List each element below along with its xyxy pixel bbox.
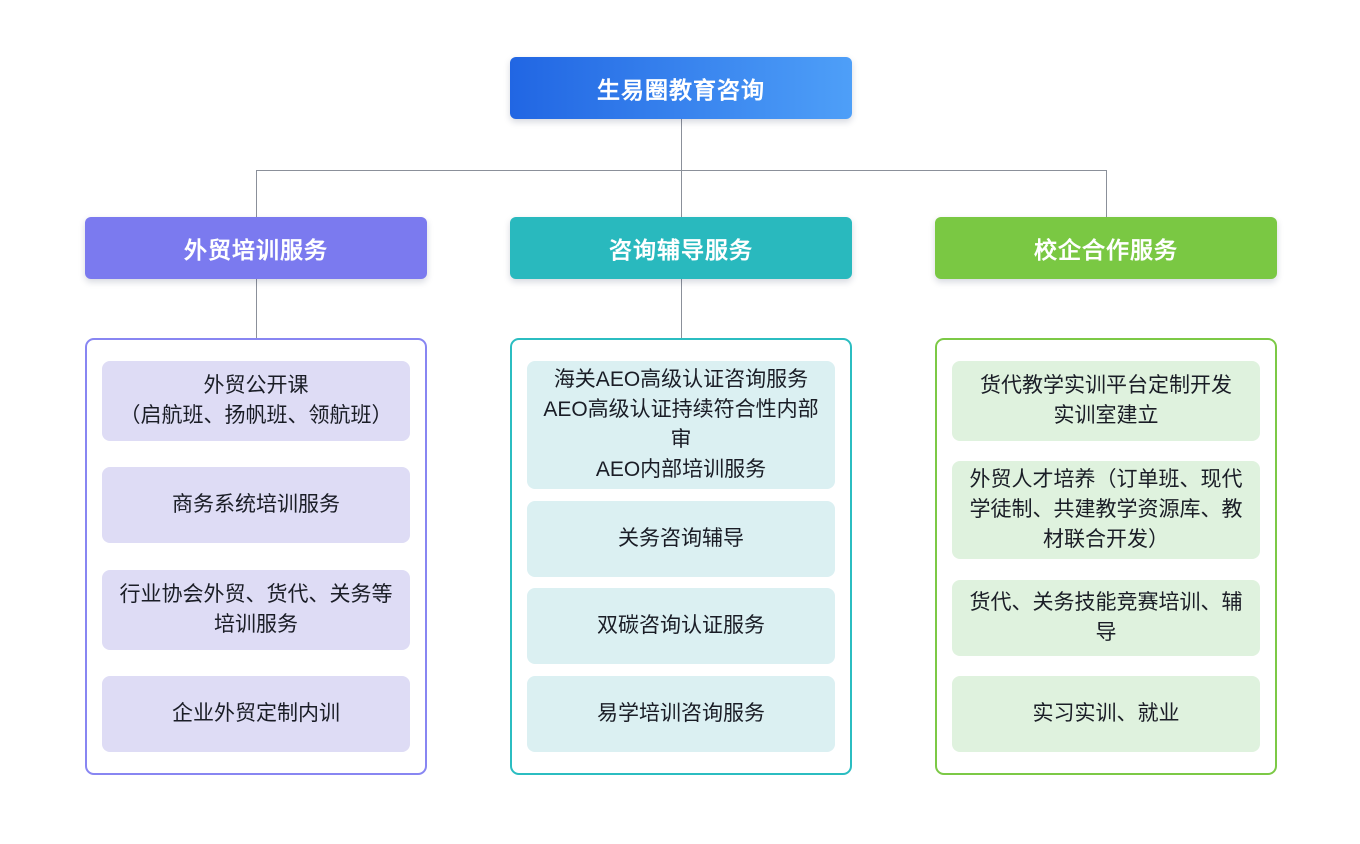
connector-header-panel-link-1	[256, 279, 257, 338]
service-item: 货代、关务技能竞赛培训、辅导	[952, 579, 1260, 656]
service-item: 商务系统培训服务	[102, 467, 410, 544]
branch-header-label: 校企合作服务	[1034, 237, 1178, 263]
connector-root-stem	[681, 119, 682, 170]
root-node-label: 生易圈教育咨询	[597, 77, 765, 103]
connector-drop-branch-2	[681, 170, 682, 217]
connector-header-panel-link-2	[681, 279, 682, 338]
root-node: 生易圈教育咨询	[510, 57, 852, 119]
branch-header-consulting-coaching: 咨询辅导服务	[510, 217, 852, 279]
service-item-line: 商务系统培训服务	[172, 493, 340, 517]
service-item-line: 海关AEO高级认证咨询服务	[553, 368, 809, 391]
service-item: 易学培训咨询服务	[527, 675, 835, 752]
connector-drop-branch-1	[256, 170, 257, 217]
service-item-line: 外贸人才培养（订单班、现代学徒制、共建教学资源库、教材联合开发）	[969, 468, 1243, 552]
service-item-line: 企业外贸定制内训	[172, 701, 340, 725]
service-item-line: 易学培训咨询服务	[597, 701, 765, 725]
service-item-line: 货代、关务技能竞赛培训、辅导	[969, 590, 1243, 644]
branch-header-label: 咨询辅导服务	[609, 237, 753, 263]
branch-header-foreign-trade-training: 外贸培训服务	[85, 217, 427, 279]
service-item: 双碳咨询认证服务	[527, 588, 835, 665]
service-item-line: 实习实训、就业	[1032, 701, 1180, 725]
service-item-line: 行业协会外贸、货代、关务等培训服务	[119, 582, 393, 636]
service-item-line: AEO高级认证持续符合性内部审	[543, 398, 819, 451]
service-item-line: 关务咨询辅导	[618, 526, 744, 550]
branch-header-school-enterprise-cooperation: 校企合作服务	[935, 217, 1277, 279]
branch-panel-school-enterprise-cooperation: 货代教学实训平台定制开发 实训室建立 外贸人才培养（订单班、现代学徒制、共建教学…	[935, 338, 1277, 775]
branch-header-label: 外贸培训服务	[184, 237, 328, 263]
connector-drop-branch-3	[1106, 170, 1107, 217]
service-item: 外贸公开课 （启航班、扬帆班、领航班）	[102, 361, 410, 441]
branch-panel-foreign-trade-training: 外贸公开课 （启航班、扬帆班、领航班） 商务系统培训服务 行业协会外贸、货代、关…	[85, 338, 427, 775]
service-item: 外贸人才培养（订单班、现代学徒制、共建教学资源库、教材联合开发）	[952, 461, 1260, 560]
service-item-line: 货代教学实训平台定制开发	[980, 374, 1232, 397]
service-item-line: AEO内部培训服务	[595, 458, 767, 481]
service-item-line: 双碳咨询认证服务	[597, 614, 765, 638]
service-item: 实习实训、就业	[952, 675, 1260, 752]
service-item-line: 实训室建立	[1053, 404, 1159, 427]
service-item: 货代教学实训平台定制开发 实训室建立	[952, 361, 1260, 441]
service-item-line: （启航班、扬帆班、领航班）	[119, 404, 393, 427]
service-item-line: 外贸公开课	[203, 374, 309, 397]
service-item: 海关AEO高级认证咨询服务 AEO高级认证持续符合性内部审 AEO内部培训服务	[527, 361, 835, 489]
branch-panel-consulting-coaching: 海关AEO高级认证咨询服务 AEO高级认证持续符合性内部审 AEO内部培训服务 …	[510, 338, 852, 775]
service-item: 企业外贸定制内训	[102, 675, 410, 752]
service-item: 关务咨询辅导	[527, 500, 835, 577]
service-item: 行业协会外贸、货代、关务等培训服务	[102, 569, 410, 650]
